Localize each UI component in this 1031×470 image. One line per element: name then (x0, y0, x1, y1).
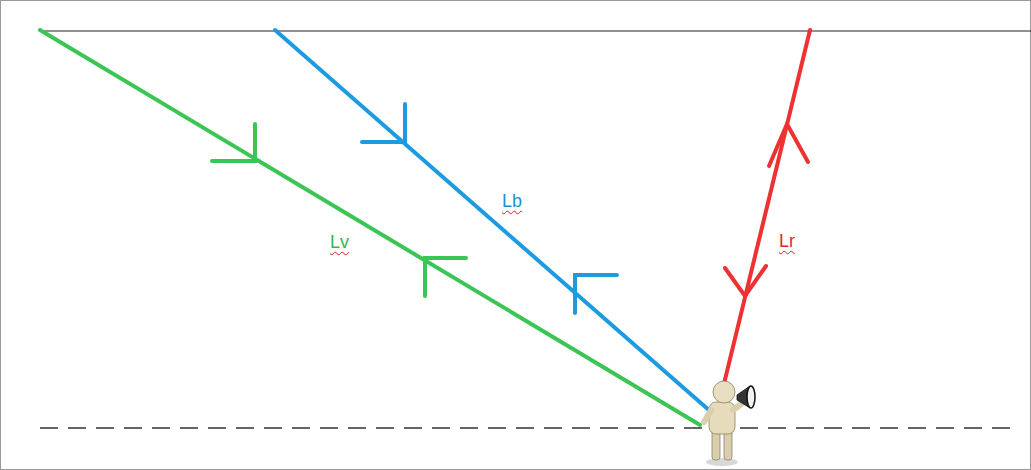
ray-label: Lr (779, 231, 795, 251)
ray-label: Lb (502, 191, 522, 211)
ground-dashed-line (40, 427, 1020, 429)
ceiling-line (40, 30, 1031, 31)
ray-label: Lv (330, 232, 349, 252)
green-ray (40, 30, 700, 425)
person-with-megaphone (704, 381, 755, 466)
blue-ray (275, 30, 718, 418)
red-ray (722, 30, 810, 392)
